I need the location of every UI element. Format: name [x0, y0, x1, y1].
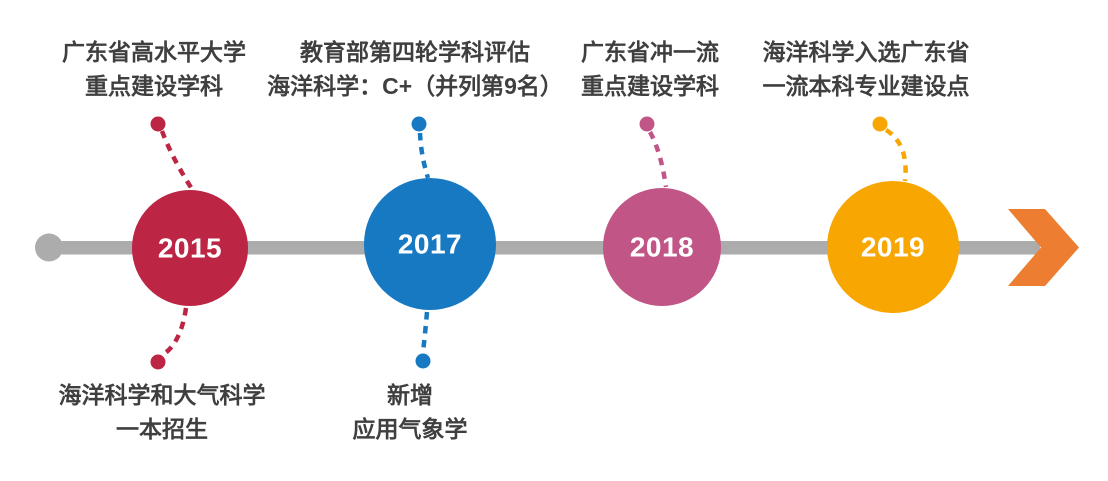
event-2018-top-label-line1: 广东省冲一流 — [581, 39, 719, 65]
event-2017: 教育部第四轮学科评估 海洋科学：C+（并列第9名） 2017 新增 应用气象学 — [267, 39, 563, 442]
event-2015-top-label-line2: 重点建设学科 — [85, 73, 223, 99]
event-2019-year: 2019 — [861, 232, 925, 263]
event-2018: 广东省冲一流 重点建设学科 2018 — [581, 39, 721, 306]
event-2019-top-connector — [884, 128, 908, 182]
event-2015-top-connector — [159, 130, 194, 191]
event-2017-top-label-line2: 海洋科学：C+（并列第9名） — [267, 73, 563, 99]
event-2015-bottom-label-line2: 一本招生 — [116, 416, 208, 442]
event-2018-circle — [603, 188, 721, 306]
event-2017-bottom-label-line2: 应用气象学 — [353, 416, 468, 442]
timeline-axis — [35, 209, 1079, 286]
event-2015-top-label-line1: 广东省高水平大学 — [62, 39, 246, 65]
event-2019: 海洋科学入选广东省 一流本科专业建设点 2019 — [763, 39, 970, 313]
event-2015-top-dot — [150, 116, 166, 132]
event-2019-circle — [827, 181, 959, 313]
event-2015: 广东省高水平大学 重点建设学科 2015 海洋科学和大气科学 一本招生 — [59, 39, 266, 442]
event-2015-bottom-label-line1: 海洋科学和大气科学 — [59, 382, 266, 408]
event-2018-top-connector — [648, 130, 669, 188]
event-2018-top-dot — [639, 116, 655, 132]
event-2018-top-label-line2: 重点建设学科 — [581, 73, 719, 99]
event-2019-top-dot — [872, 116, 888, 132]
event-2019-top-label-line1: 海洋科学入选广东省 — [763, 39, 970, 65]
event-2019-top-label-line2: 一流本科专业建设点 — [763, 73, 970, 99]
event-2017-top-dot — [411, 116, 427, 132]
event-2015-year: 2015 — [158, 233, 222, 264]
axis-arrow-icon — [1008, 209, 1079, 286]
event-2017-top-label-line1: 教育部第四轮学科评估 — [300, 39, 530, 65]
event-2017-bottom-label-line1: 新增 — [387, 382, 433, 408]
event-2017-bottom-dot — [415, 353, 431, 369]
event-2018-year: 2018 — [630, 232, 694, 263]
event-2017-year: 2017 — [398, 229, 462, 260]
event-2015-bottom-connector — [162, 307, 189, 356]
axis-bar — [49, 241, 1040, 255]
event-2017-top-connector — [417, 132, 431, 179]
event-2017-bottom-connector — [420, 311, 430, 353]
event-2017-circle — [364, 178, 496, 310]
event-2015-circle — [132, 190, 248, 306]
event-2015-bottom-dot — [150, 354, 166, 370]
